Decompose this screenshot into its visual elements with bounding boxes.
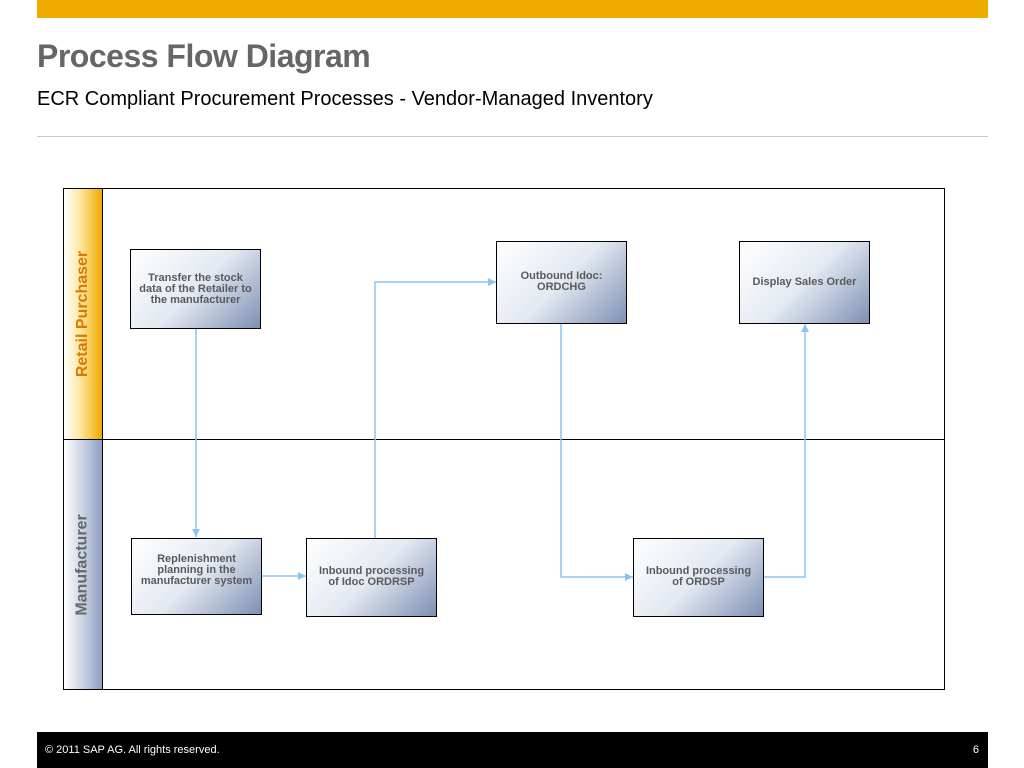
step-display-sales-order: Display Sales Order	[739, 241, 870, 324]
step-display-sales-order-text: Display Sales Order	[752, 276, 857, 288]
arrow-inbound-ordrsp-to-outbound-ordchg	[374, 278, 496, 538]
step-inbound-ordsp-text: Inbound processing of ORDSP	[645, 565, 752, 588]
page-subtitle: ECR Compliant Procurement Processes - Ve…	[37, 88, 653, 110]
arrow-inbound-ordsp-to-display	[763, 324, 809, 578]
step-inbound-ordrsp-text: Inbound processing of Idoc ORDRSP	[318, 565, 425, 588]
step-inbound-ordrsp: Inbound processing of Idoc ORDRSP	[306, 538, 437, 617]
step-replenishment-planning-text: Replenishment planning in the manufactur…	[140, 553, 253, 587]
arrow-outbound-ordchg-to-inbound-ordsp	[560, 323, 633, 581]
footer-copyright: © 2011 SAP AG. All rights reserved.	[45, 744, 220, 756]
step-outbound-ordchg: Outbound Idoc: ORDCHG	[496, 241, 627, 324]
page-title: Process Flow Diagram	[37, 38, 371, 74]
top-accent-bar	[37, 0, 988, 18]
lane-divider	[63, 439, 945, 440]
step-replenishment-planning: Replenishment planning in the manufactur…	[131, 538, 262, 615]
lane-retail-purchaser: Retail Purchaser	[64, 189, 103, 439]
page-number: 6	[972, 744, 979, 756]
step-transfer-stock-data: Transfer the stock data of the Retailer …	[130, 249, 261, 329]
step-inbound-ordsp: Inbound processing of ORDSP	[633, 538, 764, 617]
step-outbound-ordchg-text: Outbound Idoc: ORDCHG	[520, 270, 603, 293]
footer-bar: © 2011 SAP AG. All rights reserved. 6	[37, 732, 988, 768]
step-transfer-stock-data-text: Transfer the stock data of the Retailer …	[139, 272, 252, 306]
lane-manufacturer: Manufacturer	[64, 440, 103, 689]
header-divider	[37, 136, 988, 137]
